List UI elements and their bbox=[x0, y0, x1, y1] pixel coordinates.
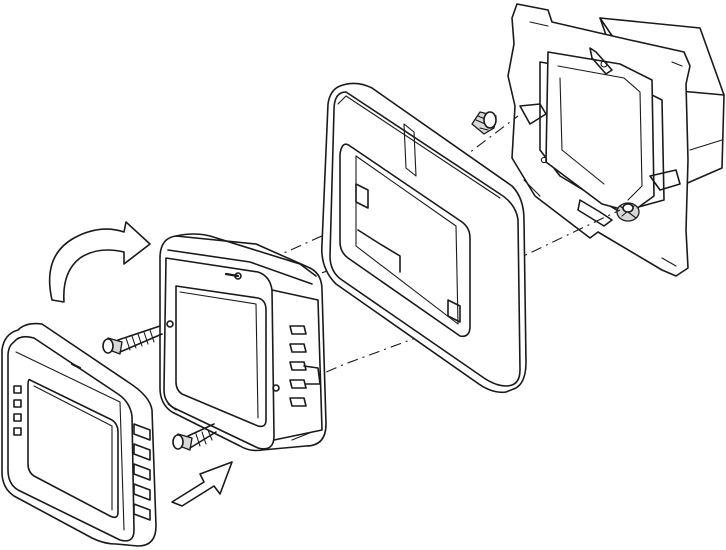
fixing-screw-lower bbox=[172, 423, 217, 451]
rotate-arrow bbox=[48, 221, 151, 303]
side-buttons bbox=[13, 385, 22, 436]
push-arrow bbox=[171, 461, 233, 507]
cover-frame bbox=[320, 82, 527, 394]
connector-ports bbox=[289, 325, 321, 407]
plate-screw bbox=[616, 202, 640, 222]
side-vents bbox=[133, 423, 151, 521]
mounting-frame-with-box bbox=[471, 3, 725, 277]
fixing-screw-upper bbox=[102, 325, 163, 355]
insert-mechanism bbox=[545, 51, 655, 213]
thermostat-base bbox=[159, 233, 327, 452]
thermostat-display-unit bbox=[1, 322, 157, 547]
fixing-screw-top bbox=[471, 111, 497, 135]
